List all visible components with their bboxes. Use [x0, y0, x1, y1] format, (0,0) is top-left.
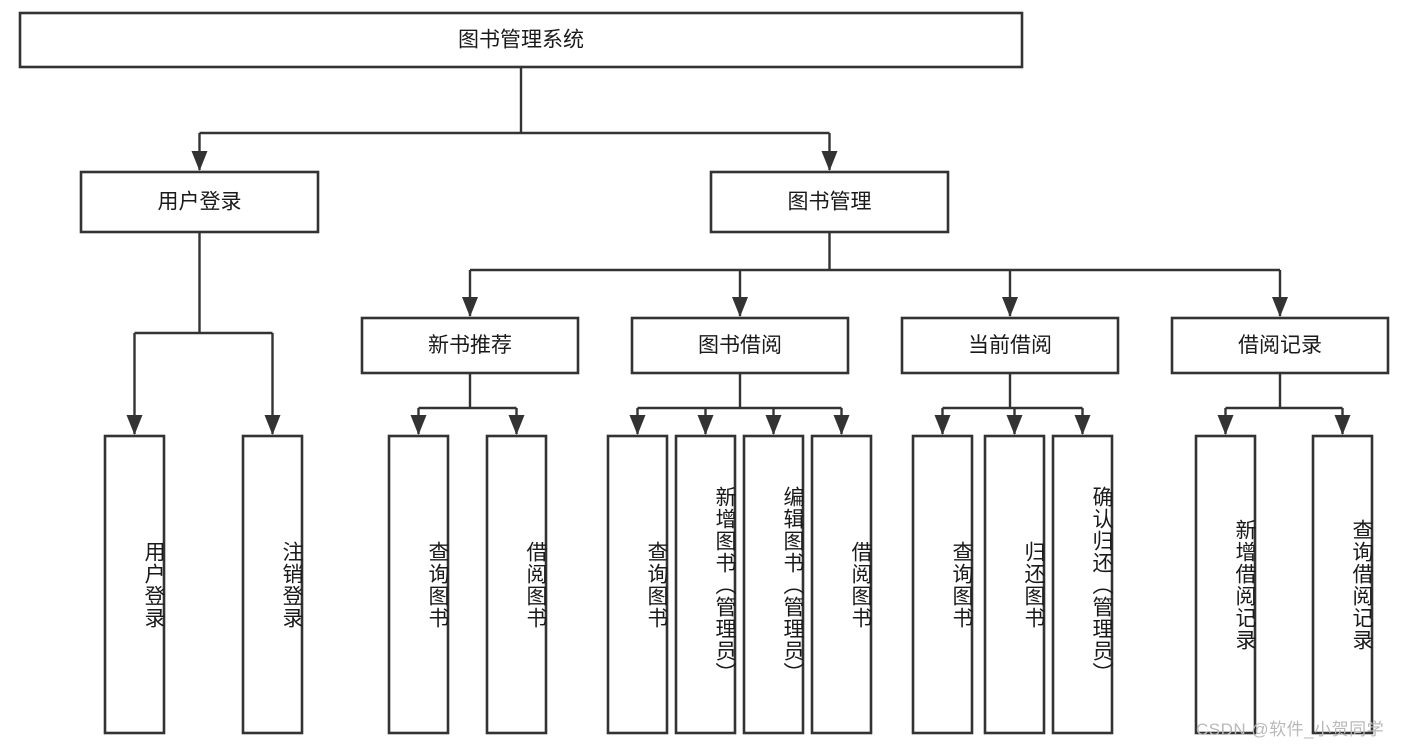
- node-current-borrow-label: 当前借阅: [968, 334, 1052, 357]
- node-book-management[interactable]: [709, 170, 950, 234]
- node-leaf-add-book[interactable]: [674, 434, 737, 735]
- arrow-head-icon: [1006, 415, 1023, 435]
- node-borrow-record[interactable]: [1170, 316, 1390, 375]
- arrow-head-icon: [833, 415, 850, 435]
- node-leaf-query-book-borrow[interactable]: [606, 434, 669, 735]
- arrow-head-icon: [191, 151, 208, 171]
- arrow-head-icon: [697, 415, 714, 435]
- arrow-head-icon: [1334, 415, 1351, 435]
- arrow-head-icon: [462, 297, 478, 317]
- node-borrow-record-label: 借阅记录: [1238, 334, 1322, 357]
- node-leaf-user-login[interactable]: [103, 434, 166, 735]
- node-user-login-label: 用户登录: [158, 191, 242, 214]
- arrow-head-icon: [264, 415, 281, 435]
- node-book-borrow[interactable]: [630, 316, 850, 375]
- arrow-head-icon: [765, 415, 782, 435]
- arrow-head-icon: [821, 151, 838, 171]
- node-leaf-confirm-return[interactable]: [1051, 434, 1114, 735]
- arrow-head-icon: [1002, 297, 1018, 317]
- node-new-book-recommend[interactable]: [360, 316, 580, 375]
- node-leaf-query-book-current[interactable]: [911, 434, 974, 735]
- node-user-login[interactable]: [79, 170, 320, 234]
- arrow-head-icon: [1272, 297, 1288, 317]
- node-new-book-recommend-label: 新书推荐: [428, 334, 512, 357]
- arrow-head-icon: [126, 415, 143, 435]
- node-leaf-return-book[interactable]: [983, 434, 1046, 735]
- node-leaf-edit-book[interactable]: [742, 434, 805, 735]
- node-leaf-logout[interactable]: [241, 434, 304, 735]
- node-leaf-query-borrow-record[interactable]: [1311, 434, 1374, 735]
- node-root[interactable]: [18, 11, 1024, 69]
- arrow-head-icon: [934, 415, 951, 435]
- node-book-management-label: 图书管理: [788, 191, 872, 214]
- arrow-head-icon: [732, 297, 748, 317]
- arrow-head-icon: [1074, 415, 1091, 435]
- node-leaf-borrow-book-recommend[interactable]: [485, 434, 548, 735]
- connectors-layer: [126, 67, 1351, 435]
- arrow-head-icon: [508, 415, 525, 435]
- node-current-borrow[interactable]: [900, 316, 1120, 375]
- node-leaf-query-book-recommend[interactable]: [387, 434, 450, 735]
- node-leaf-add-borrow-record[interactable]: [1194, 434, 1257, 735]
- node-book-borrow-label: 图书借阅: [698, 334, 782, 357]
- arrow-head-icon: [629, 415, 646, 435]
- arrow-head-icon: [410, 415, 427, 435]
- node-root-label: 图书管理系统: [458, 29, 584, 52]
- boxes-layer: [18, 11, 1390, 735]
- arrow-head-icon: [1217, 415, 1234, 435]
- csdn-watermark: CSDN @软件_小贺同学: [1196, 720, 1385, 739]
- node-leaf-borrow-book[interactable]: [810, 434, 873, 735]
